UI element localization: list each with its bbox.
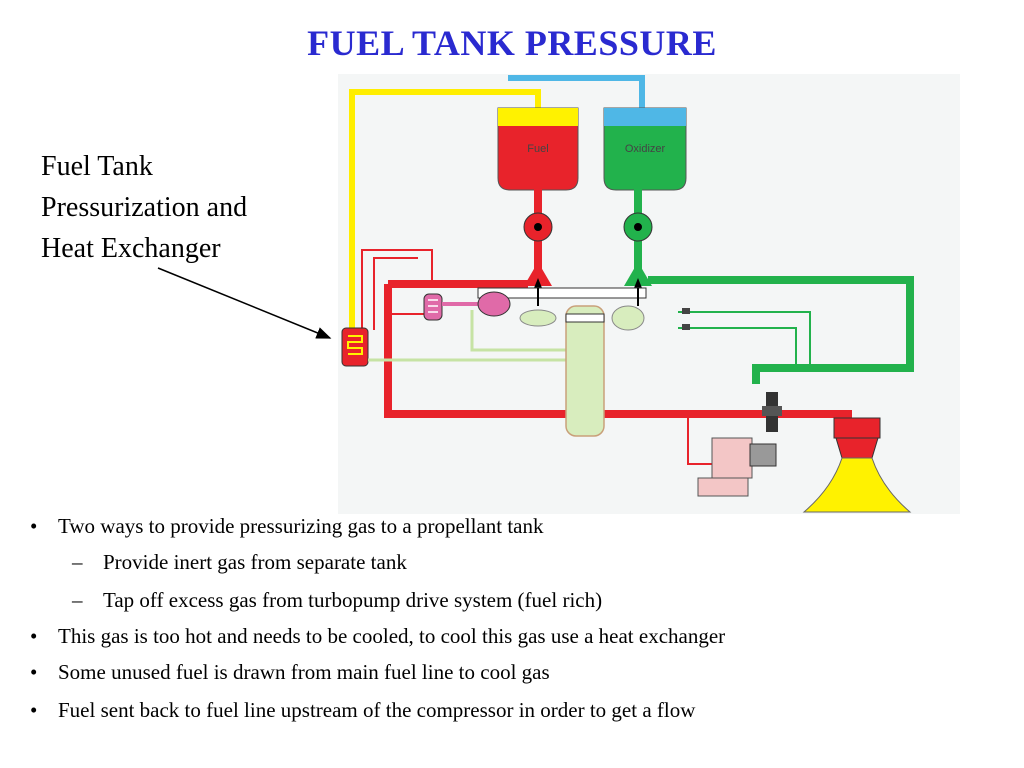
oxidizer-tank: Oxidizer [603,107,687,191]
bullet-text: Some unused fuel is drawn from main fuel… [58,660,550,684]
engine-schematic: Fuel Oxidizer [338,74,960,514]
bullet-marker: • [30,514,38,538]
fuel-tank-label: Fuel [527,143,548,155]
bullet-marker: • [30,698,38,722]
combustion-chamber [833,417,881,459]
bullet-text: Tap off excess gas from turbopump drive … [103,588,603,612]
oxidizer-valve [623,212,653,242]
bullet-text: This gas is too hot and needs to be cool… [58,624,726,648]
callout-line-3: Heat Exchanger [41,233,221,264]
bullet-text: Fuel sent back to fuel line upstream of … [58,698,696,722]
bullet-marker: – [72,588,83,612]
control-valves [687,414,777,497]
turbine-exhaust-duct [565,305,605,437]
oxidizer-pressurant-line [508,75,645,108]
callout-line-2: Pressurization and [41,192,248,223]
oxidizer-tap-line [678,311,811,368]
bullet-text: Provide inert gas from separate tank [103,550,407,574]
fuel-pump-arrow [524,262,552,288]
injector-assembly [762,392,782,432]
oxidizer-tank-label: Oxidizer [625,143,666,155]
bullet-marker: – [72,550,83,574]
turbopump-shaft [477,287,647,299]
oxidizer-pump-arrow [624,262,652,288]
bullet-marker: • [30,624,38,648]
check-valve-1 [682,308,690,314]
check-valve-2 [682,324,690,330]
bullet-marker: • [30,660,38,684]
bullet-text: Two ways to provide pressurizing gas to … [58,514,544,538]
callout-line-1: Fuel Tank [41,151,153,182]
oxidizer-turbine [611,305,645,331]
hot-gas-loop [361,249,433,330]
fuel-pressurant-line [349,89,541,330]
fuel-tank: Fuel [497,107,579,191]
fuel-valve [523,212,553,242]
gas-generator [423,293,443,321]
fuel-turbine [477,291,511,317]
gas-duct-inlet [519,309,557,327]
rocket-nozzle [802,457,912,513]
heat-exchanger [341,327,369,367]
turbine-rotor [565,313,605,323]
slide-title: FUEL TANK PRESSURE [307,23,717,63]
callout-label: Fuel Tank Pressurization and Heat Exchan… [41,146,331,269]
turbine-exhaust-line [368,310,568,362]
